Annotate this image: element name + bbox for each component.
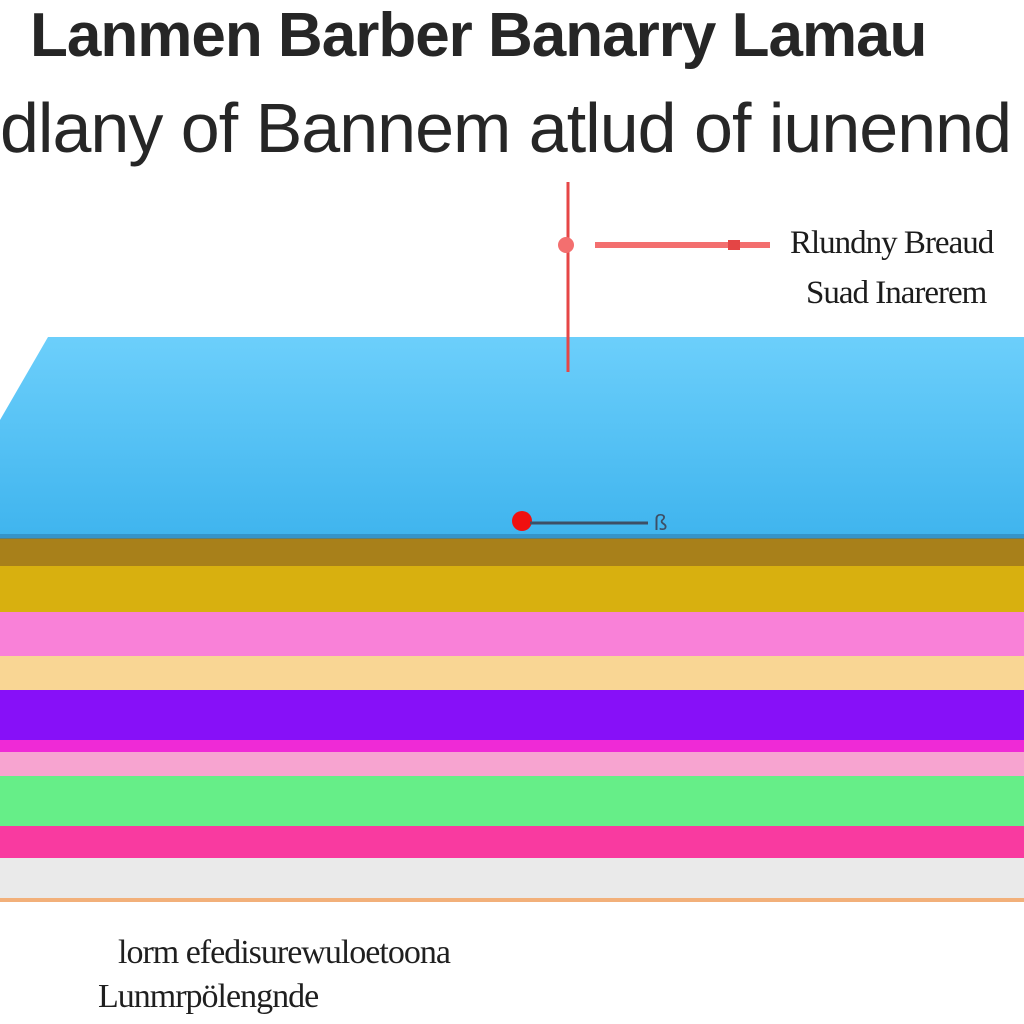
slab-marker-label: ß xyxy=(654,510,667,535)
grey-band xyxy=(0,858,1024,900)
legend-label-1: Rlundny Breaud xyxy=(790,225,994,261)
light-pink-band xyxy=(0,750,1024,776)
slab-marker-dot xyxy=(512,511,532,531)
slab-shadow xyxy=(0,534,1024,539)
pointer-dot xyxy=(558,237,574,253)
footer-line-1: lorm efedisurewuloetoona xyxy=(118,934,451,971)
title-line-2: dlany of Bannem atlud of iunennd xyxy=(0,89,1012,167)
top-slab xyxy=(0,337,1024,538)
legend-line-1-end xyxy=(728,240,740,250)
band-bottom-line xyxy=(0,898,1024,902)
footer-line-2: Lunmrpölengnde xyxy=(98,978,319,1015)
legend-label-2: Suad Inarerem xyxy=(806,275,987,311)
title-line-1: Lanmen Barber Banarry Lamau xyxy=(30,1,927,70)
hot-pink-band xyxy=(0,826,1024,858)
peach-band xyxy=(0,656,1024,690)
yellow-band xyxy=(0,566,1024,612)
purple-band xyxy=(0,690,1024,740)
green-band xyxy=(0,776,1024,826)
pink-band xyxy=(0,612,1024,656)
magenta-band xyxy=(0,740,1024,752)
brown-band xyxy=(0,536,1024,566)
